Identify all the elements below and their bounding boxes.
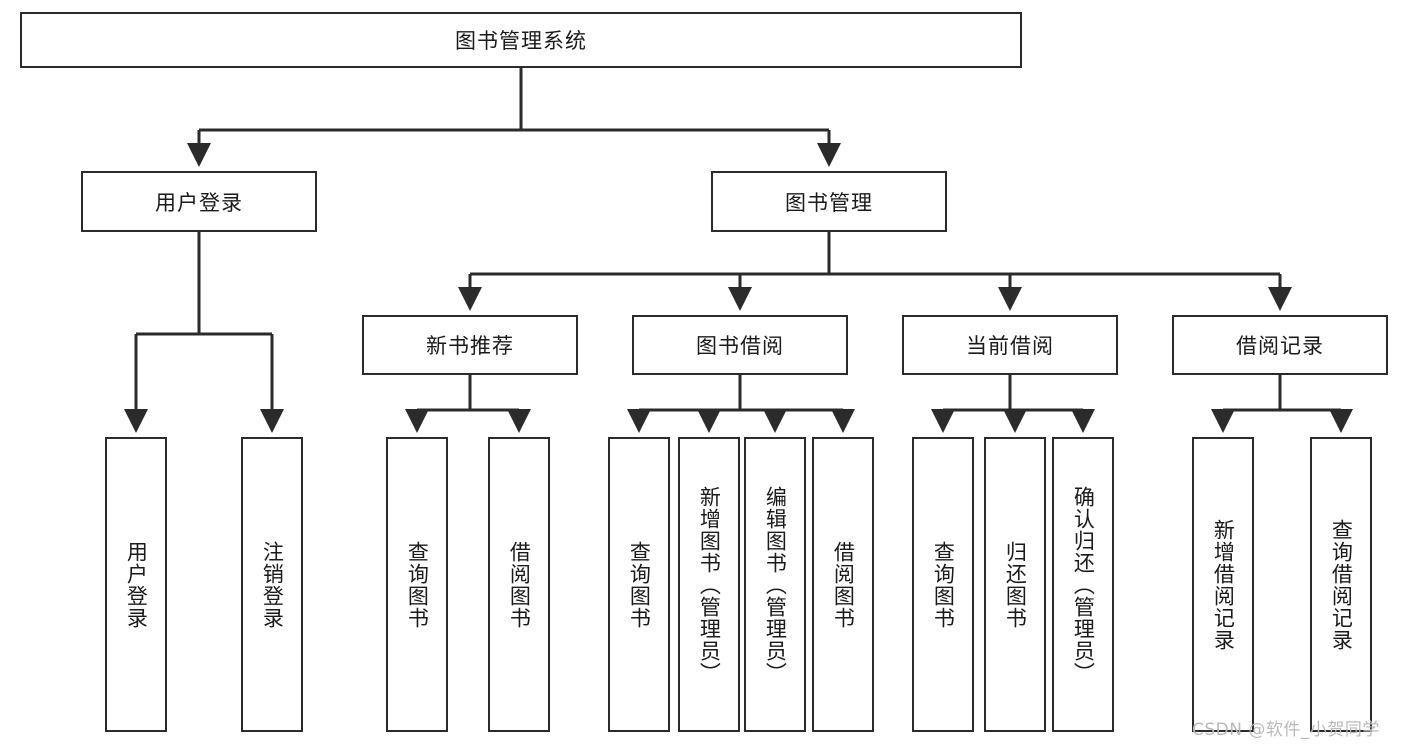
node-book-borrow[interactable]: 图书借阅 — [632, 315, 848, 375]
leaf-user-logout[interactable]: 注销登录 — [241, 437, 303, 732]
leaf-query-book-recommend[interactable]: 查询图书 — [386, 437, 448, 732]
leaf-add-borrow-record-label: 新增借阅记录 — [1211, 518, 1236, 651]
node-current-borrow[interactable]: 当前借阅 — [902, 315, 1118, 375]
leaf-query-book-current[interactable]: 查询图书 — [912, 437, 974, 732]
leaf-confirm-return[interactable]: 确认归还（管理员） — [1052, 437, 1114, 732]
node-user-login[interactable]: 用户登录 — [81, 171, 317, 232]
node-borrow-record[interactable]: 借阅记录 — [1172, 315, 1388, 375]
leaf-return-book-label: 归还图书 — [1003, 540, 1028, 629]
leaf-query-borrow-record-label: 查询借阅记录 — [1329, 518, 1354, 651]
leaf-user-login[interactable]: 用户登录 — [105, 437, 167, 732]
node-user-login-label: 用户登录 — [155, 190, 243, 215]
node-new-book-recommend[interactable]: 新书推荐 — [362, 315, 578, 375]
leaf-query-borrow-record[interactable]: 查询借阅记录 — [1310, 437, 1372, 732]
leaf-query-book-current-label: 查询图书 — [931, 540, 956, 629]
node-borrow-record-label: 借阅记录 — [1236, 334, 1324, 358]
node-book-borrow-label: 图书借阅 — [696, 334, 784, 358]
leaf-return-book[interactable]: 归还图书 — [984, 437, 1046, 732]
leaf-query-book-borrow-label: 查询图书 — [627, 540, 652, 629]
leaf-query-book-recommend-label: 查询图书 — [405, 540, 430, 629]
leaf-add-book[interactable]: 新增图书（管理员） — [678, 437, 740, 732]
leaf-borrow-book-label: 借阅图书 — [831, 540, 856, 629]
leaf-user-login-label: 用户登录 — [124, 540, 149, 629]
leaf-borrow-book-recommend-label: 借阅图书 — [507, 540, 532, 629]
node-root-label: 图书管理系统 — [455, 29, 587, 53]
node-book-management[interactable]: 图书管理 — [711, 171, 947, 232]
leaf-borrow-book[interactable]: 借阅图书 — [812, 437, 874, 732]
node-root[interactable]: 图书管理系统 — [20, 12, 1022, 68]
leaf-add-book-label: 新增图书（管理员） — [697, 485, 722, 684]
leaf-query-book-borrow[interactable]: 查询图书 — [608, 437, 670, 732]
node-book-management-label: 图书管理 — [785, 190, 873, 215]
watermark: CSDN @软件_小贺同学 — [1192, 720, 1380, 740]
leaf-user-logout-label: 注销登录 — [260, 540, 285, 629]
leaf-edit-book[interactable]: 编辑图书（管理员） — [744, 437, 806, 732]
leaf-add-borrow-record[interactable]: 新增借阅记录 — [1192, 437, 1254, 732]
node-current-borrow-label: 当前借阅 — [966, 334, 1054, 358]
node-new-book-recommend-label: 新书推荐 — [426, 334, 514, 358]
leaf-borrow-book-recommend[interactable]: 借阅图书 — [488, 437, 550, 732]
leaf-confirm-return-label: 确认归还（管理员） — [1071, 485, 1096, 684]
leaf-edit-book-label: 编辑图书（管理员） — [763, 485, 788, 684]
